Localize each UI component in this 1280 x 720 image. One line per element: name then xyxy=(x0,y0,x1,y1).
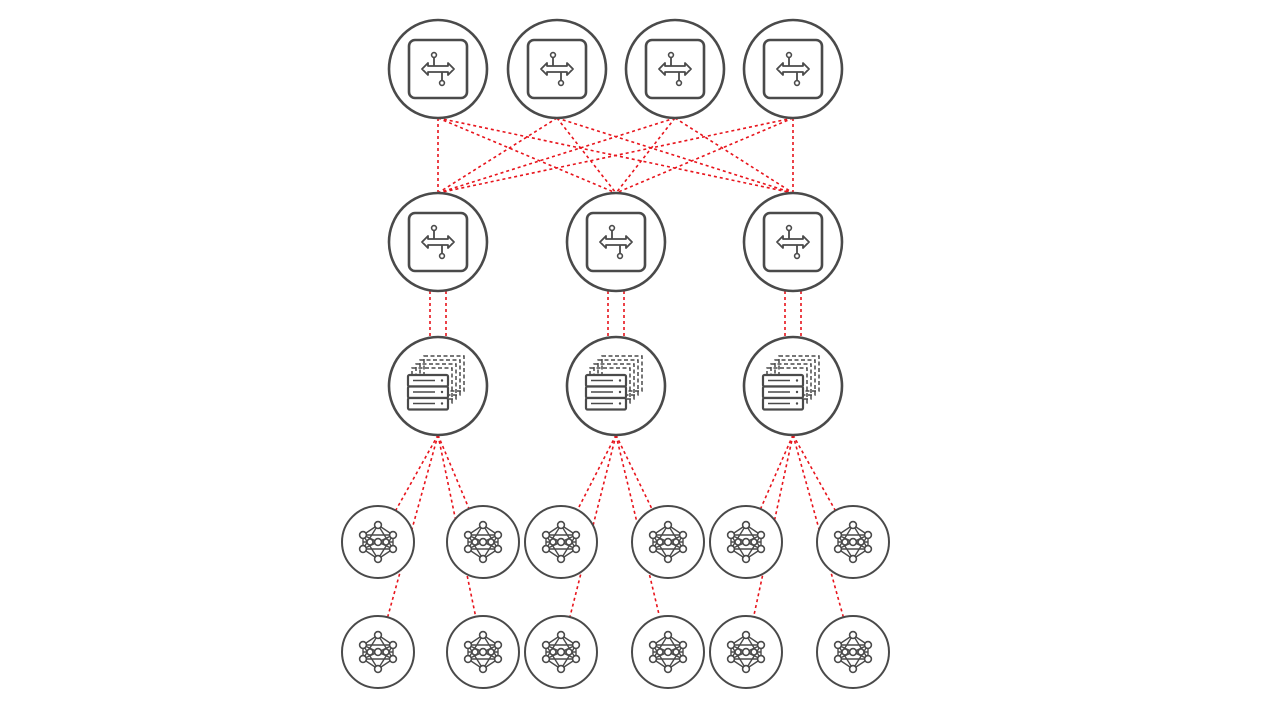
endpoint-node[interactable] xyxy=(631,505,705,579)
server-endpoint-link xyxy=(560,434,617,543)
endpoint-node[interactable] xyxy=(341,615,415,689)
endpoint-node[interactable] xyxy=(446,615,520,689)
switch-icon xyxy=(762,211,824,273)
switch-icon xyxy=(762,38,824,100)
leaf-switch-node[interactable] xyxy=(742,191,844,293)
nodes-layer xyxy=(341,18,890,689)
server-endpoint-link xyxy=(615,434,669,543)
switch-icon xyxy=(526,38,588,100)
spine-leaf-link xyxy=(674,117,794,194)
spine-switch-node[interactable] xyxy=(624,18,726,120)
server-endpoint-link xyxy=(745,434,794,653)
endpoint-node[interactable] xyxy=(816,505,890,579)
spine-leaf-link xyxy=(437,117,794,194)
endpoint-node[interactable] xyxy=(524,615,598,689)
server-endpoint-link xyxy=(615,434,669,653)
server-endpoint-link xyxy=(560,434,617,653)
endpoint-node[interactable] xyxy=(524,505,598,579)
leaf-switch-node[interactable] xyxy=(387,191,489,293)
endpoint-node[interactable] xyxy=(341,505,415,579)
endpoint-node[interactable] xyxy=(816,615,890,689)
spine-switch-node[interactable] xyxy=(506,18,608,120)
spine-switch-node[interactable] xyxy=(742,18,844,120)
endpoint-node[interactable] xyxy=(709,615,783,689)
endpoint-node[interactable] xyxy=(709,505,783,579)
spine-leaf-link xyxy=(615,117,794,194)
switch-icon xyxy=(644,38,706,100)
spine-leaf-link xyxy=(437,117,617,194)
leaf-switch-node[interactable] xyxy=(565,191,667,293)
switch-icon xyxy=(407,211,469,273)
endpoint-node[interactable] xyxy=(446,505,520,579)
server-node[interactable] xyxy=(387,335,489,437)
spine-switch-node[interactable] xyxy=(387,18,489,120)
spine-leaf-link xyxy=(437,117,676,194)
spine-leaf-link xyxy=(556,117,617,194)
server-node[interactable] xyxy=(742,335,844,437)
endpoint-node[interactable] xyxy=(631,615,705,689)
server-node[interactable] xyxy=(565,335,667,437)
spine-leaf-link xyxy=(615,117,676,194)
server-endpoint-link xyxy=(792,434,854,653)
switch-icon xyxy=(407,38,469,100)
spine-leaf-link xyxy=(556,117,794,194)
switch-icon xyxy=(585,211,647,273)
server-endpoint-link xyxy=(377,434,439,653)
spine-leaf-link xyxy=(437,117,558,194)
